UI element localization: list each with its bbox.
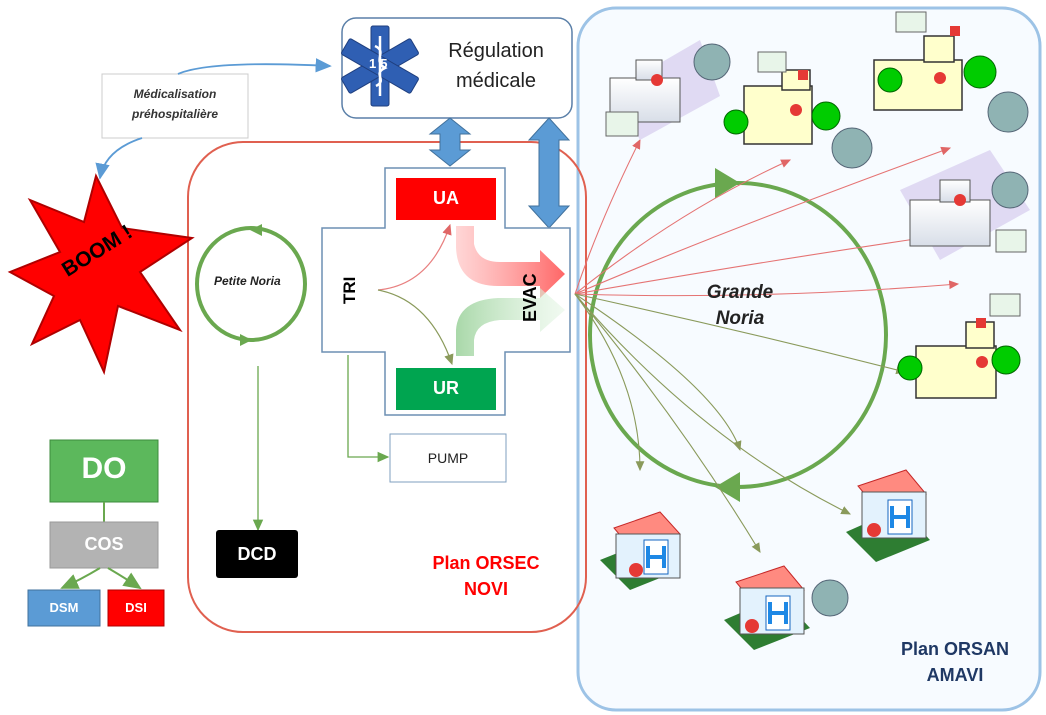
- plan-orsec-region: [187, 141, 587, 633]
- do-box: [49, 439, 159, 503]
- plan-orsan-label: Plan ORSAN AMAVI: [880, 636, 1030, 688]
- ua-label: UA: [433, 188, 459, 208]
- petite-noria-cycle: [195, 224, 307, 346]
- ur-evac-arrow: [456, 288, 565, 356]
- arrow-medicalisation-to-boom: [95, 137, 143, 180]
- hospital-h-icon-2: [724, 565, 849, 650]
- hospital-with-team-icon: [605, 40, 731, 140]
- plan-orsan-line2: AMAVI: [926, 665, 984, 685]
- plan-orsec-label: Plan ORSEC NOVI: [406, 550, 566, 602]
- grande-noria-line2: Noria: [715, 308, 765, 329]
- medicalisation-label: Médicalisation préhospitalière: [102, 84, 248, 124]
- pump-box: [389, 433, 507, 483]
- do-label: DO: [81, 452, 127, 485]
- regulation-box: [341, 17, 573, 119]
- medicalisation-box: [101, 73, 249, 139]
- cos-to-dsi-line: [107, 567, 142, 590]
- regulation-title: Régulation médicale: [426, 36, 566, 96]
- cos-to-dsm-line: [60, 567, 101, 589]
- ua-box: [396, 178, 496, 220]
- arrow-tri-to-pump: [347, 355, 390, 463]
- grande-noria-line1: Grande: [706, 282, 774, 303]
- dcd-label: DCD: [237, 544, 277, 564]
- double-arrow-regulation-evac: [527, 117, 571, 229]
- boom-explosion: [7, 173, 195, 376]
- hospital-green-right-icon: [897, 293, 1021, 399]
- ur-box: [396, 368, 496, 410]
- cos-label: COS: [84, 534, 124, 554]
- tri-label: TRI: [340, 276, 359, 304]
- plan-orsec-line1: Plan ORSEC: [432, 553, 540, 573]
- evac-red-arrows: [574, 139, 960, 297]
- evac-olive-arrows: [574, 293, 907, 553]
- hospital-green-trees-icon: [723, 51, 873, 169]
- grande-noria-label: Grande Noria: [680, 280, 800, 332]
- regulation-line1: Régulation: [448, 40, 544, 62]
- plan-orsan-line1: Plan ORSAN: [900, 639, 1010, 659]
- regulation-line2: médicale: [455, 70, 537, 92]
- star-of-life-number: 15: [369, 56, 392, 71]
- dsi-label: DSI: [125, 600, 147, 615]
- pump-label: PUMP: [427, 450, 469, 466]
- ua-to-evac-arrow: [456, 226, 565, 298]
- dsm-box: [27, 589, 101, 627]
- grande-noria-cycle: [588, 168, 888, 502]
- arrow-tri-to-ur: [377, 289, 454, 366]
- hospital-top-right-icon: [873, 11, 1029, 133]
- dcd-box: [216, 530, 298, 578]
- tri-cross: [321, 167, 571, 416]
- evac-label: EVAC: [520, 273, 540, 322]
- ur-label: UR: [433, 378, 459, 398]
- petite-noria-label: Petite Noria: [214, 274, 281, 288]
- medicalisation-line1: Médicalisation: [133, 87, 217, 101]
- plan-orsec-line2: NOVI: [463, 579, 508, 599]
- hospital-h-icon-1: [600, 511, 681, 590]
- dsi-box: [107, 589, 165, 627]
- star-of-life-icon: [341, 25, 419, 107]
- dsm-label: DSM: [49, 600, 79, 615]
- arrow-regulation-to-medicalisation: [177, 58, 332, 75]
- arrow-tri-to-ua: [377, 223, 452, 291]
- cos-box: [49, 521, 159, 569]
- hospital-mid-right-icon: [900, 150, 1030, 260]
- double-arrow-regulation-tri: [428, 117, 472, 167]
- medicalisation-line2: préhospitalière: [131, 107, 219, 121]
- hospital-h-icon-3: [846, 469, 930, 562]
